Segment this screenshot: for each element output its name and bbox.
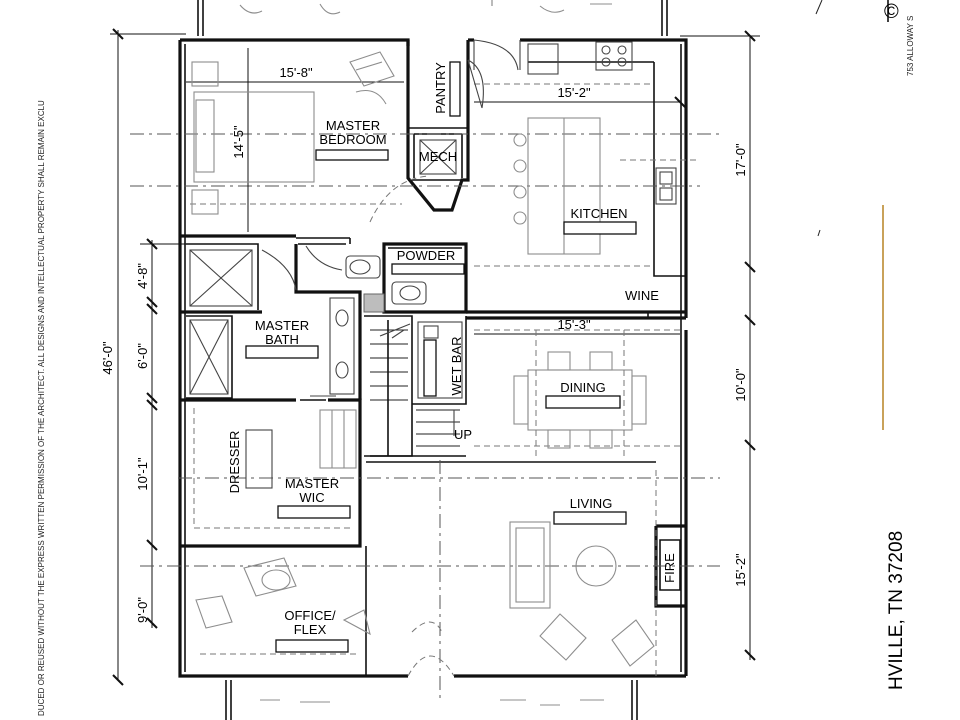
svg-text:DINING: DINING [560, 380, 606, 395]
room-label-kitchen: KITCHEN [563, 206, 637, 235]
powder-fixtures [345, 255, 427, 305]
living-depth-dim: 15'-2" [733, 553, 748, 587]
room-label-pantry: PANTRY [433, 61, 461, 117]
dining-width-dim: 15'-3" [557, 317, 591, 332]
room-label-wine: WINE [625, 288, 659, 303]
copyright-symbol: © [884, 1, 899, 23]
office-furniture [195, 557, 371, 655]
address-text: 753 ALLOWAY S [906, 16, 915, 76]
svg-text:FIRE: FIRE [662, 553, 677, 583]
mech-unit [419, 139, 457, 175]
svg-text:BEDROOM: BEDROOM [319, 132, 386, 147]
room-label-powder: POWDER [391, 248, 465, 275]
svg-text:MECH: MECH [419, 149, 457, 164]
wic-furniture [245, 395, 357, 489]
kitchen-depth-dim: 17'-0" [733, 143, 748, 177]
master-bedroom-furniture [191, 51, 395, 215]
svg-text:KITCHEN: KITCHEN [570, 206, 627, 221]
svg-text:WET BAR: WET BAR [449, 337, 464, 396]
room-label-fire: FIRE [662, 553, 677, 583]
wet-bar-counter [417, 321, 463, 399]
svg-text:WINE: WINE [625, 288, 659, 303]
room-label-master-wic: MASTER WIC [277, 476, 351, 519]
left-dimensions: 46'-0" 4'-8" 6'-0" 10'-1" 9'-0" [100, 28, 190, 686]
dining-furniture [513, 330, 647, 460]
title-block: © 753 ALLOWAY S HVILLE, TN 37208 [815, 0, 915, 690]
ceiling-lines [130, 81, 720, 700]
dining-depth-dim: 10'-0" [733, 368, 748, 402]
kitchen-width-dim: 15'-2" [557, 85, 591, 100]
left-seg-1-dim: 4'-8" [135, 263, 150, 289]
room-label-wet-bar: WET BAR [423, 337, 464, 397]
svg-text:MASTER: MASTER [255, 318, 309, 333]
bottom-porch [225, 680, 638, 720]
svg-text:MASTER: MASTER [326, 118, 380, 133]
overall-depth-dim: 46'-0" [100, 341, 115, 375]
room-label-mech: MECH [419, 149, 457, 164]
copyright-notice: DUCED OR REUSED WITHOUT THE EXPRESS WRIT… [37, 100, 46, 716]
room-label-dining: DINING [545, 380, 621, 409]
svg-text:DUCED OR REUSED WITHOUT THE EX: DUCED OR REUSED WITHOUT THE EXPRESS WRIT… [37, 100, 46, 716]
svg-text:FLEX: FLEX [294, 622, 327, 637]
svg-text:POWDER: POWDER [397, 248, 456, 263]
svg-text:LIVING: LIVING [570, 496, 613, 511]
interior-walls [180, 40, 686, 676]
svg-text:DRESSER: DRESSER [227, 431, 242, 494]
room-label-office-flex: OFFICE/ FLEX [275, 608, 349, 653]
room-label-master-bedroom: MASTER BEDROOM [315, 118, 389, 161]
svg-text:MASTER: MASTER [285, 476, 339, 491]
room-label-master-bath: MASTER BATH [245, 318, 319, 359]
left-seg-4-dim: 9'-0" [135, 597, 150, 623]
master-bath-fixtures [189, 249, 355, 395]
master-bedroom-depth-dim: 14'-5" [231, 125, 246, 159]
right-dimensions: 17'-0" 10'-0" 15'-2" [680, 30, 760, 661]
left-seg-3-dim: 10'-1" [135, 457, 150, 491]
interior-dimensions: 15'-8" 14'-5" 15'-2" 15'-3" [186, 48, 686, 335]
room-label-dresser: DRESSER [227, 431, 242, 494]
door-swings [261, 39, 521, 677]
room-label-up: UP [454, 427, 472, 442]
room-label-living: LIVING [553, 496, 627, 525]
svg-text:OFFICE/: OFFICE/ [284, 608, 336, 623]
top-porch [197, 0, 668, 36]
left-seg-2-dim: 6'-0" [135, 343, 150, 369]
staircase [370, 320, 460, 456]
living-furniture [509, 470, 657, 676]
city-state-zip: HVILLE, TN 37208 [886, 531, 907, 690]
svg-text:UP: UP [454, 427, 472, 442]
master-bedroom-width-dim: 15'-8" [279, 65, 313, 80]
svg-text:BATH: BATH [265, 332, 299, 347]
svg-text:WIC: WIC [299, 490, 324, 505]
svg-text:PANTRY: PANTRY [433, 62, 448, 114]
